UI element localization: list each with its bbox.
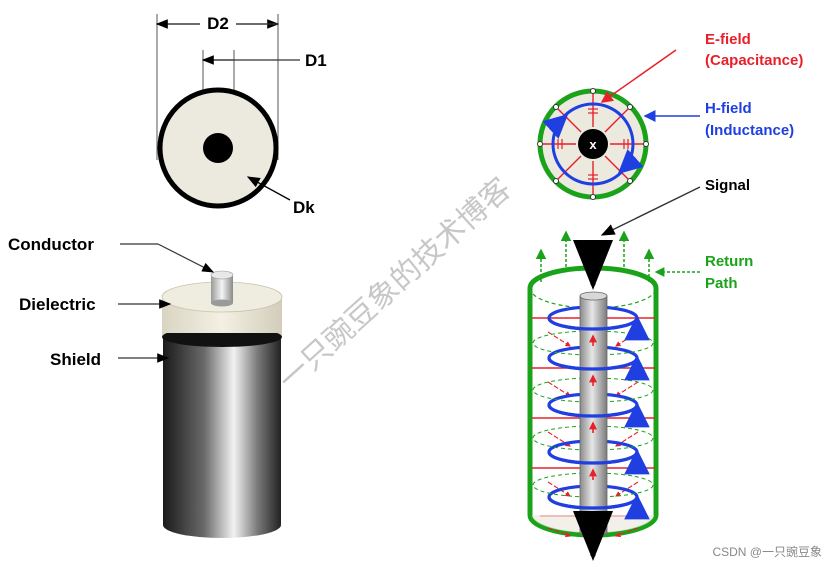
e-field-label: E-field (705, 31, 751, 48)
h-field-sublabel: (Inductance) (705, 122, 794, 139)
h-field-label: H-field (705, 100, 752, 117)
field-longitudinal: Signal Return Path (527, 177, 753, 561)
return-current-arrows (535, 230, 655, 282)
csdn-credit: CSDN @一只豌豆象 (712, 544, 822, 559)
return-path-label: Return (705, 253, 753, 270)
green-dashed-rings (532, 330, 654, 498)
dielectric-label: Dielectric (19, 295, 96, 314)
return-path-sublabel: Path (705, 275, 738, 292)
conductor-label: Conductor (8, 235, 94, 254)
inner-conductor-dot (203, 133, 233, 163)
field-cross-section: x E-field (Capacitance) H-field (Inducta… (537, 31, 803, 200)
e-field-lines (543, 94, 643, 194)
coax-cable-3d: Conductor Dielectric Shield (8, 235, 283, 538)
h-field-loop (551, 102, 635, 186)
shield-label: Shield (50, 350, 101, 369)
d1-label: D1 (305, 51, 327, 70)
e-field-sublabel: (Capacitance) (705, 52, 803, 69)
e-field-diagonal (547, 331, 639, 538)
dk-label: Dk (293, 198, 315, 217)
cross-section: D2 D1 Dk (155, 13, 327, 217)
h-field-loops-front (547, 314, 650, 520)
d2-label: D2 (207, 14, 229, 33)
signal-label: Signal (705, 177, 750, 194)
center-mark: x (589, 137, 597, 152)
